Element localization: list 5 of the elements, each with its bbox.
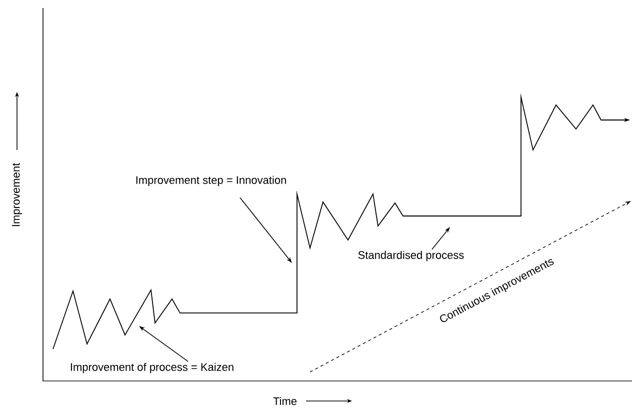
axis-label: Improvement bbox=[12, 162, 22, 226]
annotation-text: Improvement of process = Kaizen bbox=[70, 362, 234, 374]
annotation-text: Improvement step = Innovation bbox=[136, 176, 286, 186]
axis-label: Time bbox=[273, 396, 297, 406]
annotation-text: Standardised process bbox=[358, 250, 464, 262]
